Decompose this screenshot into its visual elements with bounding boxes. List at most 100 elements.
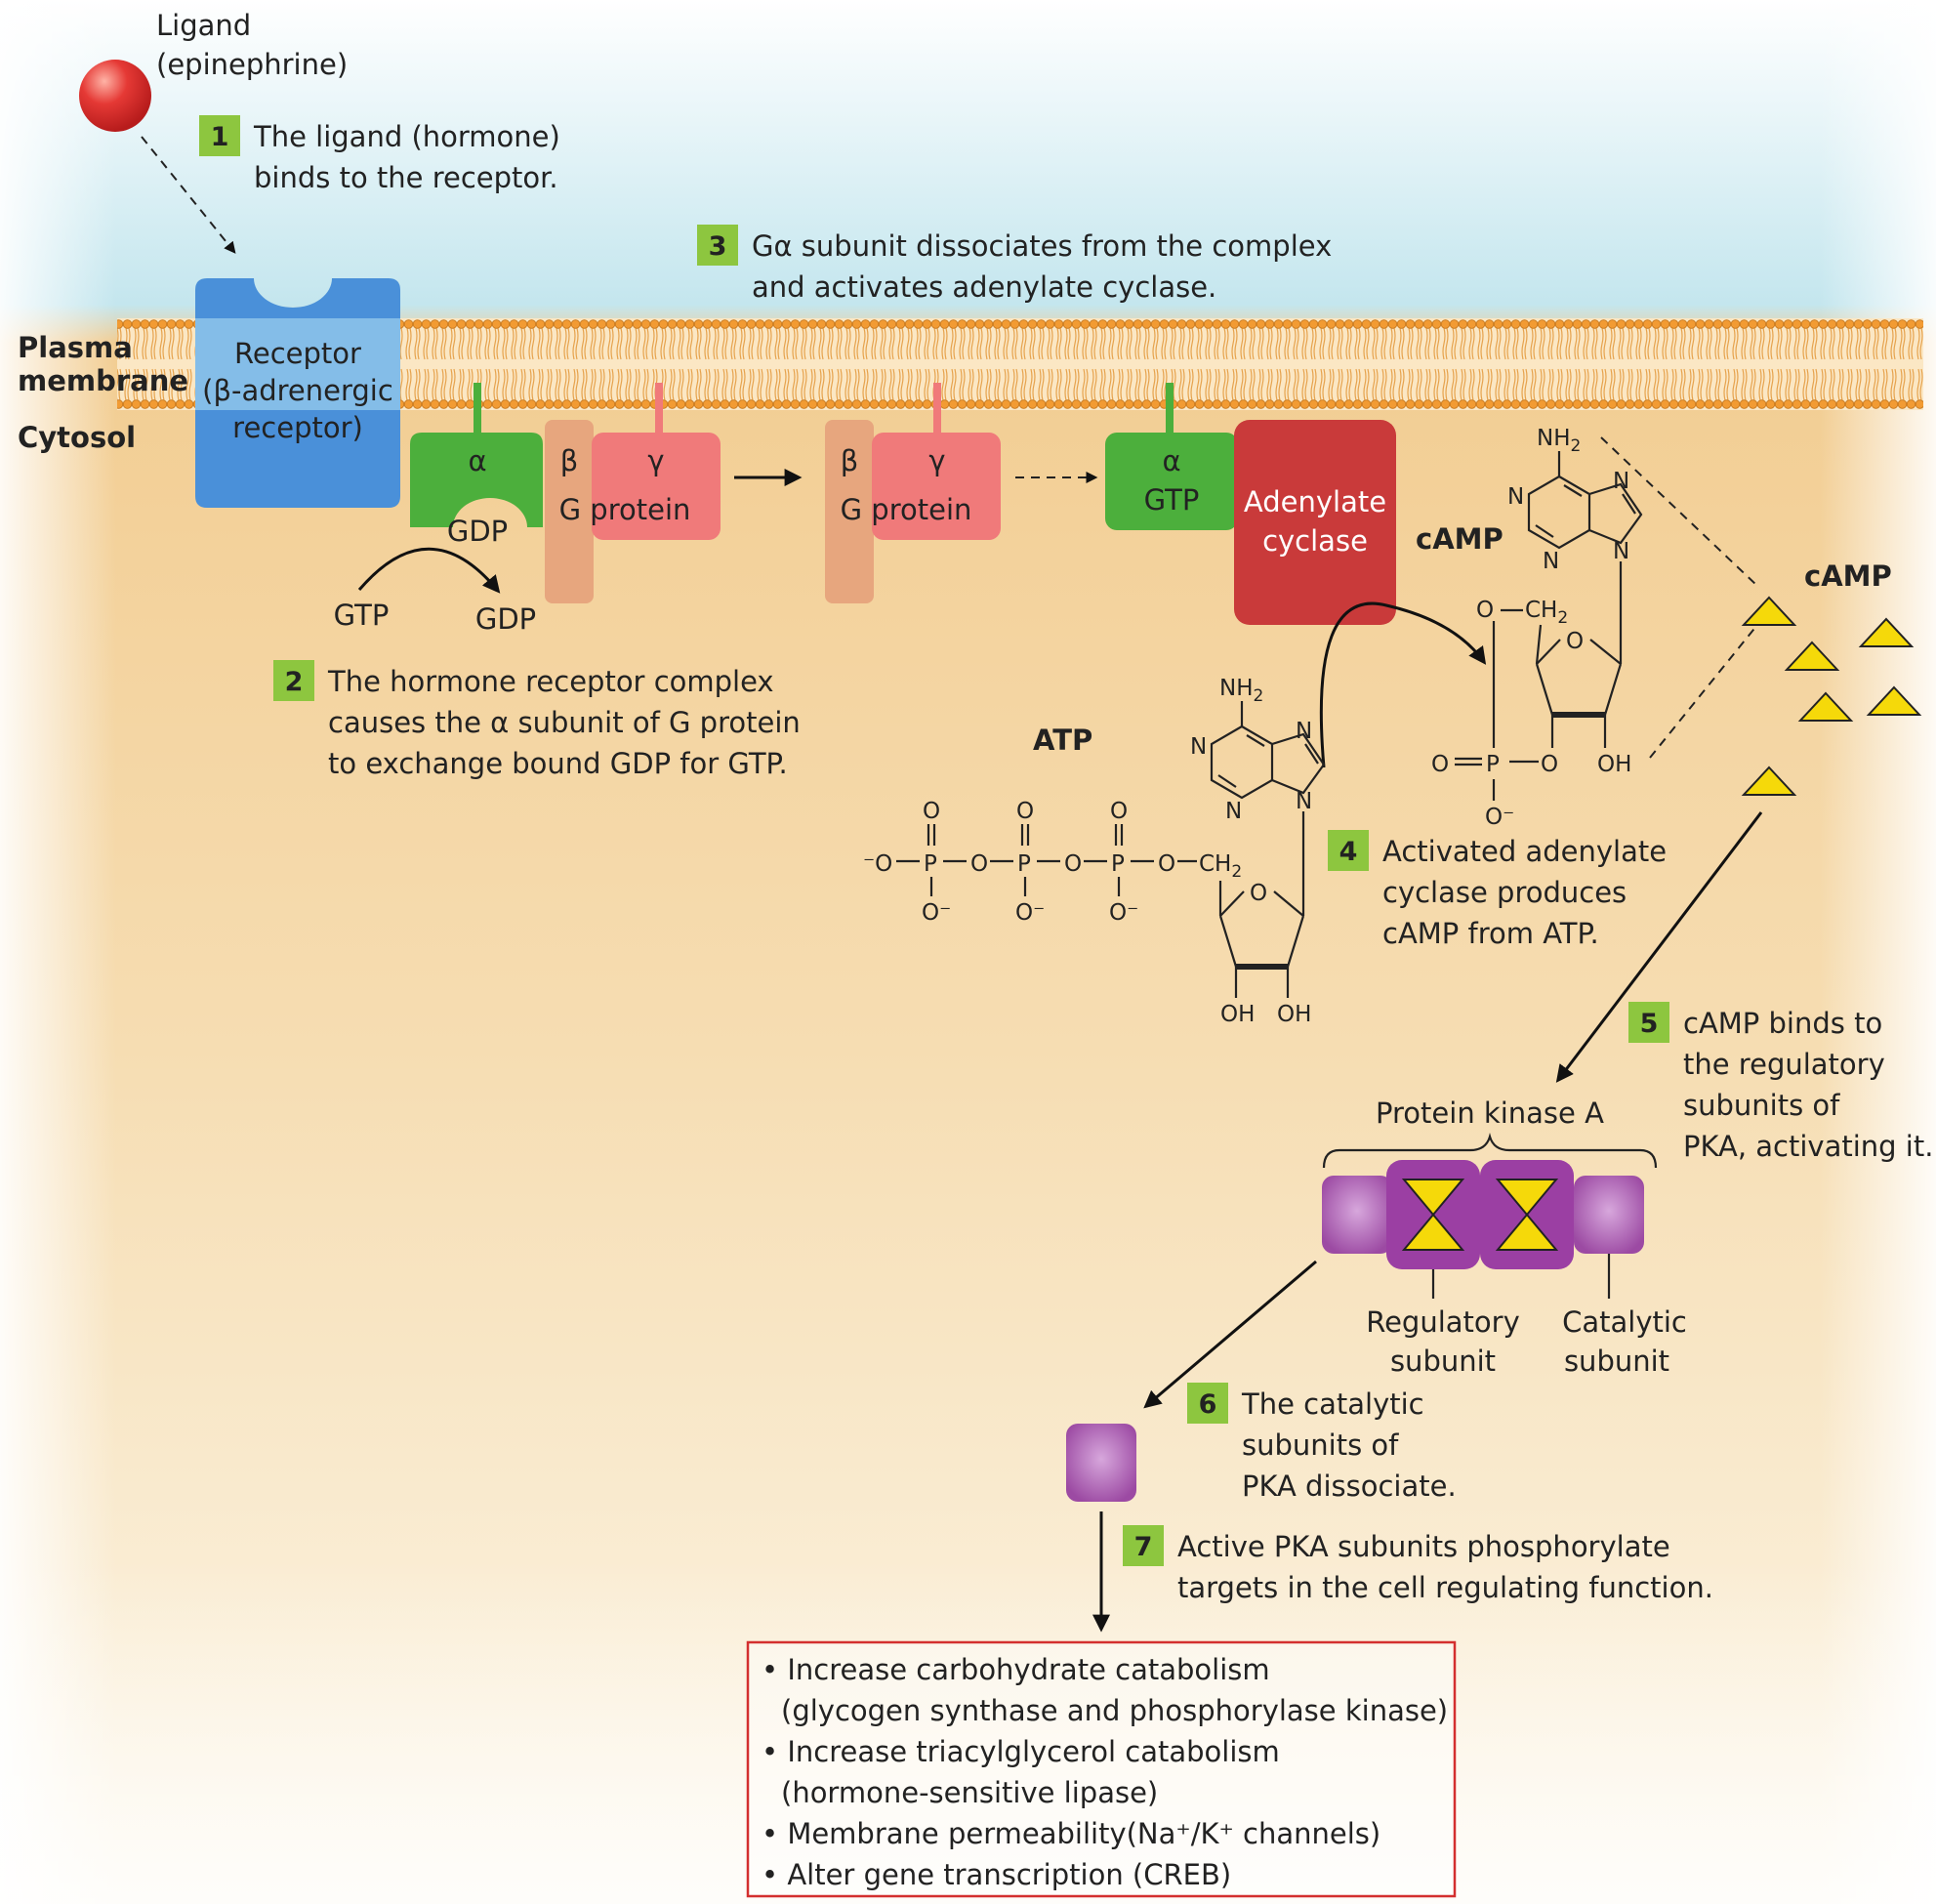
camp-p: P: [1486, 752, 1500, 777]
ligand-label: Ligand: [156, 9, 251, 42]
g-alpha-subunit-gtp: [1105, 433, 1238, 530]
atp-o-bridge-1: O: [970, 851, 988, 877]
step-number: 1: [211, 122, 229, 152]
atp-ch2: CH2: [1199, 851, 1242, 882]
camp-diffusion-line-bottom: [1649, 624, 1758, 759]
camp-ch2: CH2: [1525, 598, 1568, 628]
step-text: The catalytic: [1241, 1387, 1424, 1421]
gtp-bound-label: GTP: [1144, 483, 1200, 517]
step-3: 3 Gα subunit dissociates from the comple…: [697, 225, 1332, 304]
alpha-label: α: [468, 444, 486, 477]
step-badge: [1628, 1002, 1669, 1043]
dissociation-arrow-pka: [1143, 1260, 1317, 1409]
adenylate-cyclase: [1234, 420, 1396, 625]
step-text: cyclase produces: [1382, 876, 1627, 909]
camp-molecule: [1784, 641, 1840, 671]
step-text: Gα subunit dissociates from the complex: [752, 229, 1332, 263]
step-number: 5: [1640, 1009, 1659, 1039]
free-catalytic-subunit: [1066, 1424, 1136, 1502]
step-5: 5 cAMP binds to the regulatory subunits …: [1628, 1002, 1933, 1163]
camp-o3: O: [1541, 752, 1558, 777]
effect-line: (hormone-sensitive lipase): [781, 1776, 1158, 1809]
alpha-gtp-anchor: [1166, 383, 1174, 434]
camp-to-pka-arrow: [1555, 811, 1763, 1083]
plasma-membrane-label: Plasma: [18, 331, 133, 364]
effect-line: • Membrane permeability(Na⁺/K⁺ channels): [762, 1817, 1380, 1850]
camp-ring-o: O: [1566, 629, 1584, 654]
camp-n1: N: [1507, 484, 1524, 510]
atp-o-bridge-2: O: [1064, 851, 1082, 877]
effect-line: • Alter gene transcription (CREB): [762, 1858, 1231, 1891]
camp-molecule: [1866, 685, 1922, 716]
g-protein-label: G protein: [559, 493, 691, 526]
atp-o-minus-alpha: O⁻: [1109, 900, 1138, 926]
pka-brace: [1322, 1133, 1658, 1169]
receptor-label-3: receptor): [232, 411, 363, 444]
gdp-out-label: GDP: [475, 602, 536, 636]
effect-line: • Increase triacylglycerol catabolism: [762, 1735, 1280, 1768]
step-text: cAMP binds to: [1683, 1007, 1882, 1040]
g-alpha-subunit-gdp: [410, 433, 543, 527]
step-4: 4 Activated adenylate cyclase produces c…: [1328, 830, 1667, 950]
g-gamma-subunit: [592, 433, 721, 540]
camp-o5: O: [1476, 598, 1494, 623]
atp-o-top-gamma: O: [923, 799, 940, 824]
step-text: The hormone receptor complex: [327, 665, 774, 698]
gamma-anchor: [655, 383, 663, 434]
atp-p-alpha: P: [1111, 851, 1125, 877]
regulatory-subunit-label: Regulatory: [1366, 1305, 1520, 1339]
atp-o-bridge-3: O: [1158, 851, 1175, 877]
effects-box: [746, 1640, 1457, 1898]
step-text: and activates adenylate cyclase.: [752, 270, 1216, 304]
gdp-exchange-arrow: [357, 547, 501, 594]
step-text: Active PKA subunits phosphorylate: [1177, 1530, 1670, 1563]
step-number: 3: [709, 231, 727, 262]
alpha-anchor: [474, 383, 481, 434]
camp-diffusion-line-top: [1600, 436, 1758, 587]
g-beta-subunit-free: [825, 420, 874, 603]
adenylate-cyclase-label: Adenylate: [1244, 485, 1386, 518]
step-badge: [199, 115, 240, 156]
camp-cluster-label: cAMP: [1804, 559, 1892, 593]
step-badge: [697, 225, 738, 266]
plasma-membrane-label-2: membrane: [18, 364, 188, 397]
beta-label: β: [560, 444, 579, 477]
effect-line: • Increase carbohydrate catabolism: [762, 1653, 1270, 1686]
camp-structure: cAMP NH2 N N N N O OH O P O O⁻: [1416, 426, 1643, 830]
step-badge: [1123, 1525, 1164, 1566]
atp-oh-2: OH: [1220, 1002, 1255, 1027]
step-text: subunits of: [1683, 1089, 1840, 1122]
atp-o-minus-gamma: O⁻: [922, 900, 951, 926]
receptor-membrane-segment: [195, 318, 400, 410]
atp-p-gamma: P: [924, 851, 937, 877]
atp-n1: N: [1190, 734, 1207, 760]
step-text: the regulatory: [1683, 1048, 1885, 1081]
atp-to-camp-arrow: [1319, 601, 1487, 768]
atp-label: ATP: [1033, 724, 1092, 757]
gamma-label: γ: [647, 444, 664, 477]
camp-molecule: [1741, 596, 1797, 626]
atp-minus-o: ⁻O: [863, 851, 892, 877]
step-1: 1 The ligand (hormone) binds to the rece…: [199, 115, 560, 194]
camp-oh: OH: [1597, 752, 1631, 777]
camp-n9: N: [1613, 539, 1629, 564]
camp-n7: N: [1613, 469, 1629, 494]
camp-p-o-minus: O⁻: [1485, 805, 1514, 830]
step-number: 2: [285, 667, 304, 697]
alpha-gtp-label: α: [1162, 444, 1180, 477]
camp-n3: N: [1543, 549, 1559, 574]
g-protein-free-label: G protein: [841, 493, 972, 526]
step-text: Activated adenylate: [1382, 835, 1667, 868]
camp-molecule: [1741, 766, 1797, 796]
g-beta-subunit: [545, 420, 594, 603]
step-badge: [273, 660, 314, 701]
adenylate-cyclase-label-2: cyclase: [1262, 524, 1368, 558]
ligand-sphere: [79, 60, 151, 132]
ligand-label-2: (epinephrine): [156, 48, 348, 81]
camp-molecule: [1797, 691, 1854, 722]
step-number: 4: [1339, 837, 1358, 867]
atp-oh-3: OH: [1277, 1002, 1311, 1027]
atp-o-top-beta: O: [1016, 799, 1034, 824]
step-number: 7: [1134, 1532, 1153, 1562]
